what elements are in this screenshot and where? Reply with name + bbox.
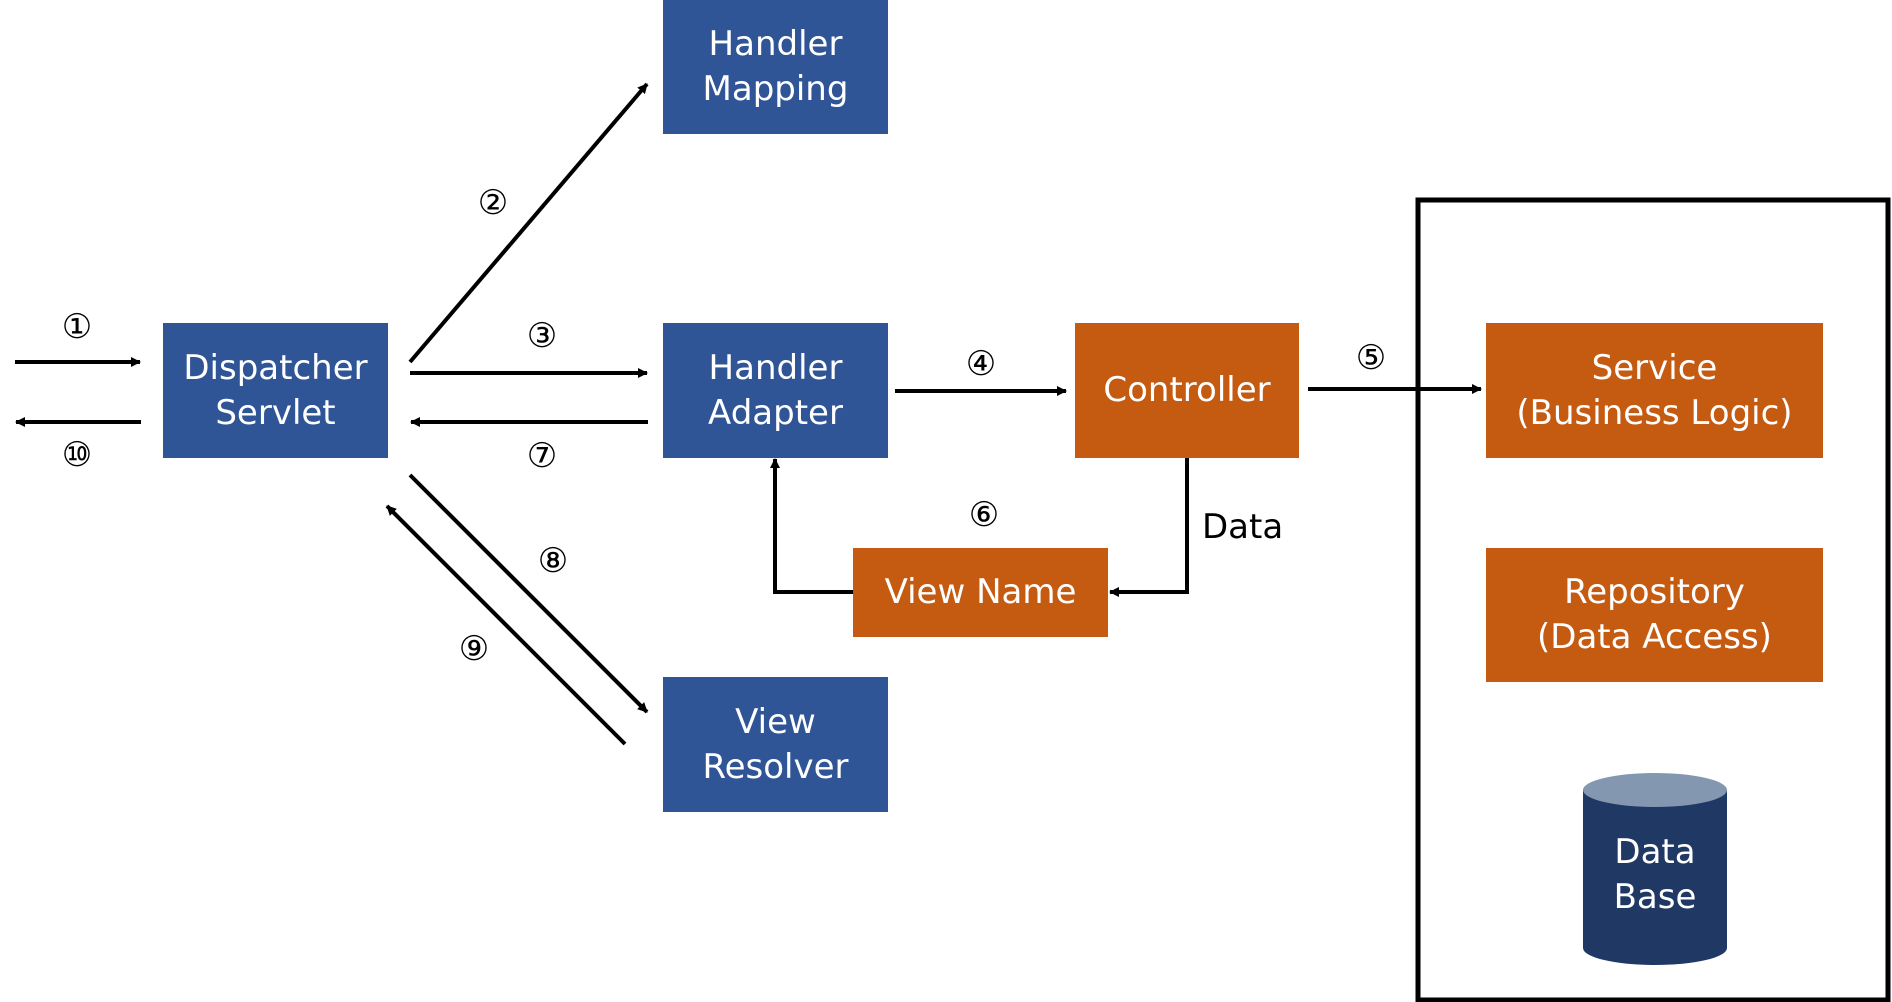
arrow-data	[1109, 458, 1189, 597]
arrow-step-9	[385, 504, 627, 746]
data-edge-label: Data	[1202, 507, 1284, 547]
service-label-2: (Business Logic)	[1516, 392, 1793, 433]
view-resolver-node: View Resolver	[663, 677, 888, 812]
arrow-step-6	[770, 458, 854, 594]
step-label-7: ⑦	[526, 436, 558, 476]
handler-mapping-label-1: Handler	[708, 24, 843, 64]
handler-mapping-node: Handler Mapping	[663, 0, 888, 134]
step-label-10: ⑩	[61, 435, 93, 475]
dispatcher-servlet-label-1: Dispatcher	[183, 347, 368, 388]
view-name-node: View Name	[853, 548, 1108, 637]
controller-node: Controller	[1075, 323, 1299, 458]
handler-mapping-label-2: Mapping	[702, 69, 849, 109]
step-label-4: ④	[965, 344, 997, 384]
step-label-3: ③	[526, 316, 558, 356]
database-label: Data Base	[1583, 810, 1727, 940]
view-resolver-label-1: View	[735, 701, 816, 742]
controller-label: Controller	[1103, 370, 1271, 410]
dispatcher-servlet-node: Dispatcher Servlet	[163, 323, 388, 458]
service-node: Service (Business Logic)	[1486, 323, 1823, 458]
repository-node: Repository (Data Access)	[1486, 548, 1823, 682]
step-label-5: ⑤	[1355, 338, 1387, 378]
database-label-2: Base	[1613, 877, 1697, 917]
handler-adapter-node: Handler Adapter	[663, 323, 888, 458]
handler-adapter-label-1: Handler	[708, 347, 843, 388]
handler-adapter-label-2: Adapter	[708, 392, 843, 433]
step-label-6: ⑥	[968, 495, 1000, 535]
arrow-step-2	[408, 82, 649, 364]
step-label-1: ①	[61, 307, 93, 347]
step-label-2: ②	[477, 183, 509, 223]
service-label-1: Service	[1591, 347, 1718, 388]
view-name-label: View Name	[884, 572, 1077, 612]
database-label-1: Data	[1614, 832, 1696, 872]
repository-label-2: (Data Access)	[1537, 617, 1772, 657]
repository-label-1: Repository	[1564, 572, 1745, 612]
view-resolver-label-2: Resolver	[702, 746, 849, 787]
database-cylinder	[1583, 773, 1727, 965]
business-layer-frame	[1415, 197, 1891, 1002]
step-label-9: ⑨	[458, 629, 490, 669]
arrow-step-8	[408, 473, 649, 714]
step-label-8: ⑧	[537, 541, 569, 581]
dispatcher-servlet-label-2: Servlet	[215, 392, 336, 433]
